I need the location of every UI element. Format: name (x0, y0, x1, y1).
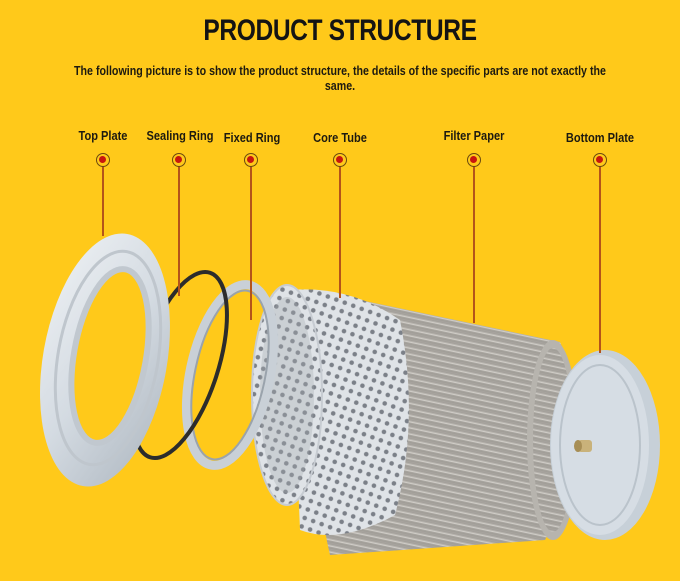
page-subtitle: The following picture is to show the pro… (74, 63, 606, 93)
fixed-ring (181, 280, 279, 470)
callout-label: Core Tube (313, 130, 367, 145)
callout-label: Sealing Ring (146, 128, 214, 143)
marker-dot-icon (333, 153, 347, 167)
callout-label: Bottom Plate (565, 130, 635, 145)
callout-label: Fixed Ring (223, 130, 281, 145)
marker-dot-icon (172, 153, 186, 167)
leader-line (339, 160, 341, 298)
marker-dot-icon (244, 153, 258, 167)
leader-line (250, 160, 252, 320)
leader-line (102, 160, 104, 236)
bottom-plate (550, 350, 660, 540)
page-title: PRODUCT STRUCTURE (203, 14, 477, 47)
top-plate (40, 233, 170, 487)
marker-dot-icon (593, 153, 607, 167)
callout-label: Filter Paper (443, 128, 505, 143)
marker-dot-icon (96, 153, 110, 167)
leader-line (473, 160, 475, 323)
callout-label: Top Plate (78, 128, 128, 143)
bottom-plate-nipple (578, 440, 592, 452)
leader-line (599, 160, 601, 353)
marker-dot-icon (467, 153, 481, 167)
leader-line (178, 160, 180, 296)
